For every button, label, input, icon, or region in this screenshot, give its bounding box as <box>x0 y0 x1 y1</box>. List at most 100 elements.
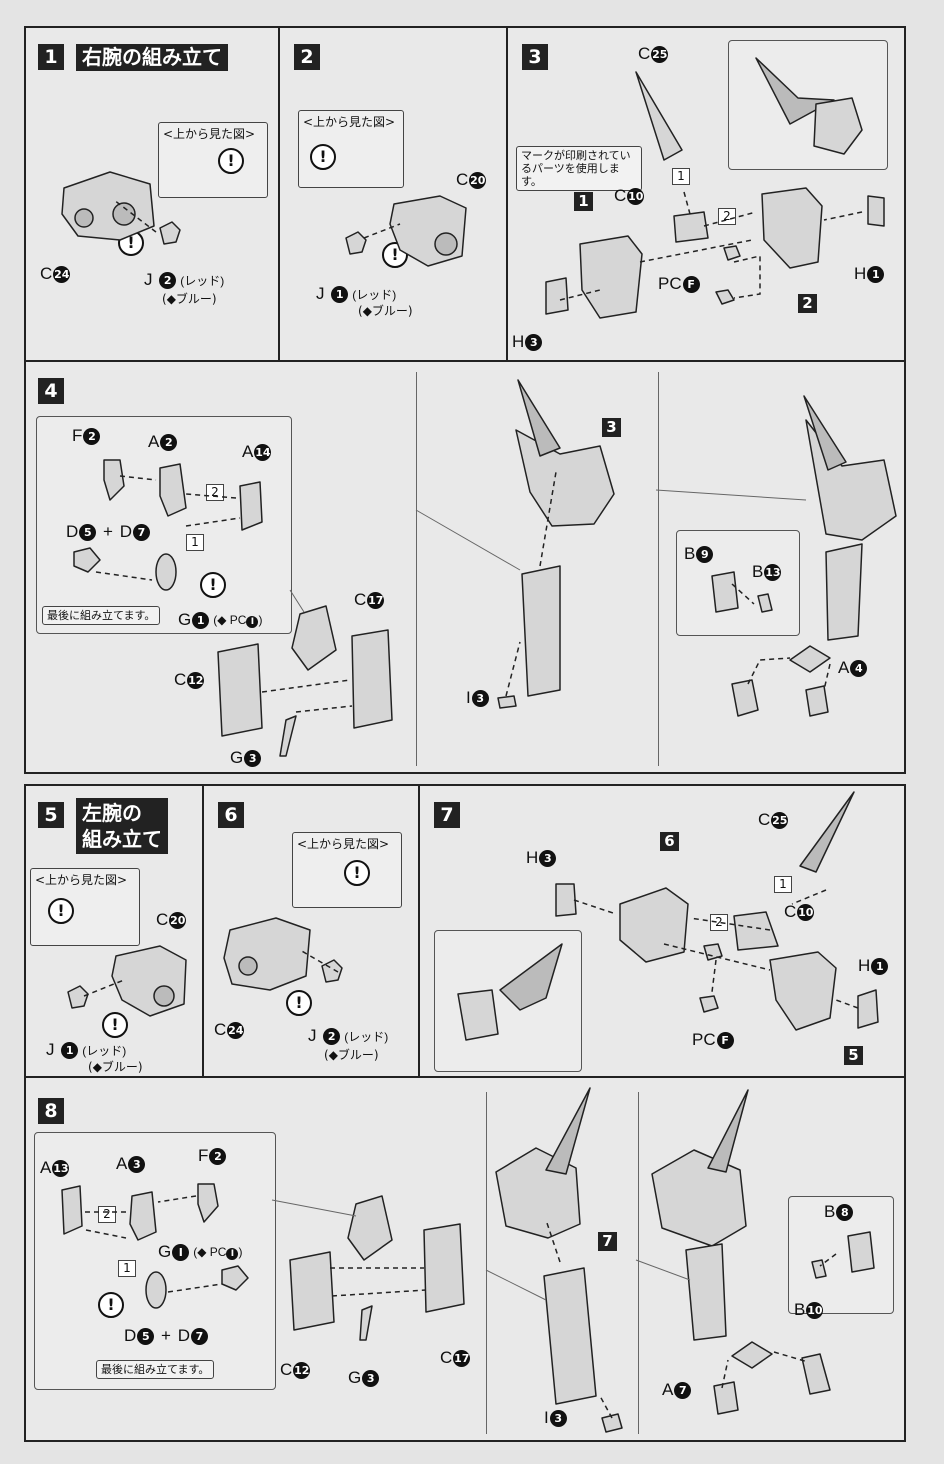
inset-blade <box>499 943 563 1011</box>
peg-part <box>723 245 741 261</box>
step-number: 6 <box>218 802 244 828</box>
step-number: 3 <box>522 44 548 70</box>
plate-H3 <box>545 277 569 315</box>
hand-part <box>713 1381 739 1415</box>
part-label-J2: J 2(レッド) <box>308 1026 389 1045</box>
caution-icon: ! <box>200 572 226 598</box>
caution-icon: ! <box>344 860 370 886</box>
forearm-part <box>825 543 863 641</box>
blade-part <box>545 1087 591 1175</box>
clip-part <box>673 211 709 243</box>
shell-C12 <box>289 1251 335 1331</box>
hand-cover-A14 <box>239 481 263 531</box>
step-number: 2 <box>294 44 320 70</box>
pin-G3 <box>279 715 297 757</box>
caution-icon: ! <box>98 1292 124 1318</box>
shell-C17 <box>423 1223 465 1313</box>
clip-C10 <box>733 911 779 951</box>
seq-2: 2 <box>206 484 224 501</box>
arm-block-part <box>761 187 823 269</box>
arm-upper-part <box>515 429 615 527</box>
wrist-part <box>731 1341 773 1369</box>
part-label-J1: J 1(レッド) <box>46 1040 127 1059</box>
cap-I3 <box>497 695 517 709</box>
knuckle-F2 <box>197 1183 219 1223</box>
caution-icon: ! <box>102 1012 128 1038</box>
part-label-J1: J 1(レッド) <box>316 284 397 303</box>
blade-part <box>517 379 561 457</box>
ref-step-5: 5 <box>844 1046 863 1065</box>
caution-icon: ! <box>310 144 336 170</box>
ref-step-1: 1 <box>574 192 593 211</box>
joint-part <box>159 221 181 245</box>
hand-part <box>731 679 759 717</box>
hand-part <box>847 1231 875 1273</box>
plate-H1 <box>857 989 879 1029</box>
elbow-part <box>291 605 337 671</box>
shoulder-armor-part <box>223 917 311 991</box>
forearm-part <box>521 565 561 697</box>
elbow-part <box>347 1195 393 1261</box>
plate-H1 <box>867 195 885 227</box>
color-note: (◆ブルー) <box>88 1060 143 1074</box>
blade-C25 <box>799 791 855 873</box>
hand-part <box>801 1353 831 1395</box>
seq-1: 1 <box>774 876 792 893</box>
knuckle-F2 <box>103 459 125 501</box>
subassembly-inset <box>34 1132 276 1390</box>
step-number: 7 <box>434 802 460 828</box>
caution-icon: ! <box>48 898 74 924</box>
ring-G <box>145 1271 167 1309</box>
step-number: 1 <box>38 44 64 70</box>
step-number: 5 <box>38 802 64 828</box>
arm-block-part <box>579 235 643 319</box>
ref-step-6: 6 <box>660 832 679 851</box>
ring-G1 <box>155 553 177 591</box>
top-view-label: <上から見た図> <box>158 122 268 198</box>
step-title: 右腕の組み立て <box>76 44 228 71</box>
seq-2: 2 <box>710 914 728 931</box>
step-number: 8 <box>38 1098 64 1124</box>
shoulder-armor-part <box>389 195 467 267</box>
seq-1: 1 <box>186 534 204 551</box>
caution-icon: ! <box>286 990 312 1016</box>
shoulder-armor-part <box>111 945 187 1017</box>
peg-part <box>703 943 723 961</box>
joint-D <box>221 1265 249 1291</box>
wrist-part <box>789 645 831 673</box>
arm-block-part <box>769 951 837 1031</box>
finger-part <box>757 593 773 613</box>
hand-cover-A13 <box>61 1185 83 1235</box>
color-note: (◆ブルー) <box>324 1048 379 1062</box>
ref-step-3: 3 <box>602 418 621 437</box>
shell-C17 <box>351 629 393 729</box>
joint-part <box>345 231 367 255</box>
color-note: (◆ブルー) <box>162 292 217 306</box>
shell-C12 <box>217 643 263 737</box>
joint-D <box>73 547 101 573</box>
seq-1: 1 <box>672 168 690 185</box>
